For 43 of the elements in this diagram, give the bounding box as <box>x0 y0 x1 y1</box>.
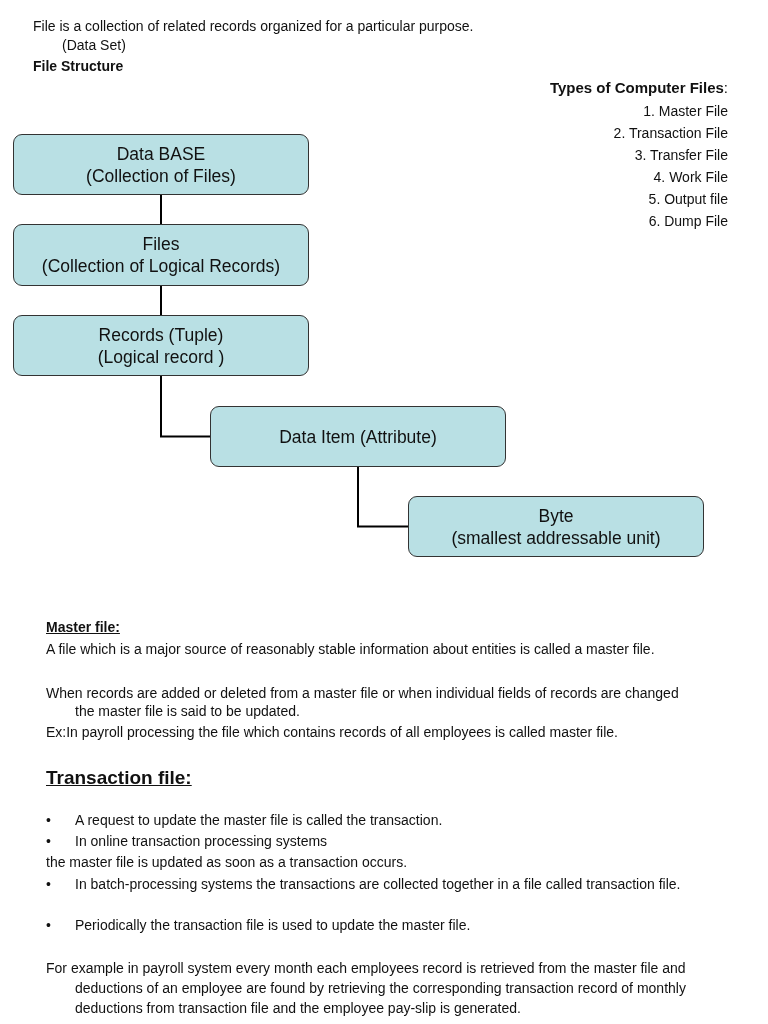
bullet-item: In batch-processing systems the transactions are collected together in a file called transaction file. <box>75 875 682 893</box>
paragraph: the master file is updated as soon as a transaction occurs. <box>46 853 409 871</box>
note-text: (Data Set) <box>62 36 127 54</box>
bullet: • <box>46 875 52 893</box>
connector-line <box>160 375 211 438</box>
paragraph: When records are added or deleted from a master file or when individual fields of records are changed the master file is said to be updated. <box>46 684 680 720</box>
paragraph: A file which is a major source of reasonably stable information about entities is called a master file. <box>46 640 656 658</box>
process-box <box>13 134 309 195</box>
bullet: • <box>46 832 52 850</box>
connector-line <box>160 285 162 316</box>
process-box <box>210 406 506 467</box>
paragraph: Ex:In payroll processing the file which contains records of all employees is called master file. <box>46 723 619 741</box>
definition-text: File is a collection of related records organized for a particular purpose. <box>33 17 475 35</box>
heading: Types of Computer Files: <box>548 79 728 97</box>
list-item: 2. Transaction File <box>612 124 728 142</box>
bullet-item: Periodically the transaction file is used to update the master file. <box>75 916 472 934</box>
heading: File Structure <box>33 57 125 75</box>
box-label: Byte <box>538 504 574 527</box>
heading: Transaction file: <box>46 766 193 790</box>
list-item: 1. Master File <box>642 102 728 120</box>
box-label: Records (Tuple) <box>98 323 224 346</box>
list-item: 3. Transfer File <box>633 146 728 164</box>
heading: Master file: <box>46 618 121 636</box>
box-label: (Collection of Files) <box>86 164 236 187</box>
box-label: (Logical record ) <box>97 345 225 368</box>
box-label: (smallest addressable unit) <box>451 526 661 549</box>
bullet: • <box>46 916 52 934</box>
connector-line <box>160 194 162 225</box>
process-box <box>408 496 704 557</box>
box-label: (Collection of Logical Records) <box>41 255 281 277</box>
list-item: 4. Work File <box>652 168 728 186</box>
bullet-item: A request to update the master file is called the transaction. <box>75 811 444 829</box>
box-label: Files <box>142 233 180 255</box>
box-label: Data Item (Attribute) <box>279 425 437 448</box>
connector-line <box>357 466 409 528</box>
bullet: • <box>46 811 52 829</box>
paragraph: For example in payroll system every month each employees record is retrieved from the master file and deductions of an employee are found by retrieving the corresponding transaction record of monthly deductions from transaction file and the employee pay-slip is generated. <box>46 959 687 1018</box>
list-item: 5. Output file <box>647 190 728 208</box>
process-box <box>13 315 309 376</box>
list-item: 6. Dump File <box>647 212 728 230</box>
process-box <box>13 224 309 286</box>
bullet-item: In online transaction processing systems <box>75 832 329 850</box>
box-label: Data BASE <box>116 142 206 165</box>
